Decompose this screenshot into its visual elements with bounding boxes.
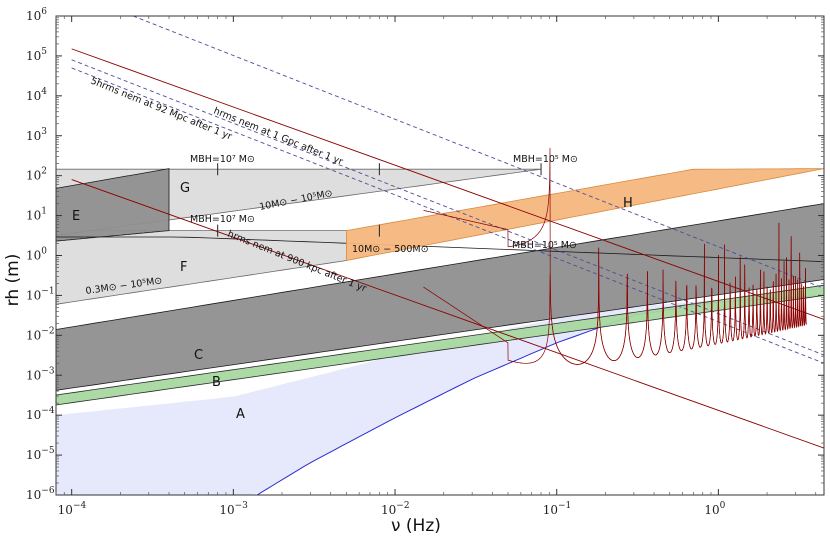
shaded-regions (56, 168, 824, 495)
y-tick-label-7: 101 (26, 207, 47, 223)
y-tick-label-5: 10−1 (26, 286, 55, 302)
annotation-mbh7-top: MBH=10⁷ M⊙ (190, 154, 255, 165)
annotation-mbh5-top: MBH=10⁵ M⊙ (513, 154, 578, 165)
x-tick-label-2: 10−2 (381, 501, 410, 517)
region-d (56, 236, 824, 263)
noise-line-3 (71, 67, 824, 364)
region-label-G: G (180, 181, 190, 196)
region-label-E: E (72, 209, 80, 224)
y-axis-label: rh (m) (3, 254, 23, 307)
y-tick-label-1: 10−5 (26, 446, 55, 462)
annotation-mbh5-mid: MBH=10⁵ M⊙ (512, 240, 577, 251)
y-tick-label-8: 102 (26, 167, 47, 183)
y-tick-label-4: 10−2 (26, 326, 55, 342)
y-tick-label-9: 103 (26, 127, 47, 143)
noise-line-4 (132, 16, 824, 289)
annotation-mbh7-mid: MBH=10⁷ M⊙ (190, 214, 255, 225)
region-e (56, 168, 170, 242)
y-tick-label-12: 106 (26, 7, 47, 23)
y-tick-label-10: 104 (26, 87, 47, 103)
y-tick-label-0: 10−6 (26, 486, 55, 502)
y-tick-label-6: 100 (26, 247, 47, 263)
region-label-H: H (623, 196, 633, 211)
y-tick-label-11: 105 (26, 47, 47, 63)
x-tick-label-0: 10−4 (58, 501, 87, 517)
region-label-F: F (180, 260, 187, 275)
annotation-5h-92mpc: 5hrms nem at 92 Mpc after 1 yr (89, 76, 234, 143)
noise-line-1 (71, 179, 824, 449)
x-axis-label: ν (Hz) (391, 516, 441, 536)
x-tick-label-1: 10−3 (219, 501, 248, 517)
region-label-A: A (236, 407, 245, 422)
x-tick-label-4: 100 (704, 501, 725, 517)
region-b (56, 284, 824, 406)
noise-line-2 (71, 59, 824, 356)
region-h (346, 168, 824, 261)
annotation-10m-500: 10M⊙ − 500M⊙ (352, 244, 429, 255)
region-label-C: C (194, 348, 203, 363)
region-label-B: B (212, 375, 221, 390)
x-tick-label-3: 10−1 (543, 501, 572, 517)
y-tick-label-2: 10−4 (26, 406, 55, 422)
axes: 10−6 10−5 10−4 10−3 10−2 10−1 100 101 102 103 104 1… (26, 7, 824, 517)
resonant-curve-1 (423, 222, 807, 365)
noise-line-0 (71, 48, 824, 320)
region-g (56, 168, 542, 236)
y-tick-label-3: 10−3 (26, 366, 55, 382)
noise-curves (71, 16, 824, 449)
